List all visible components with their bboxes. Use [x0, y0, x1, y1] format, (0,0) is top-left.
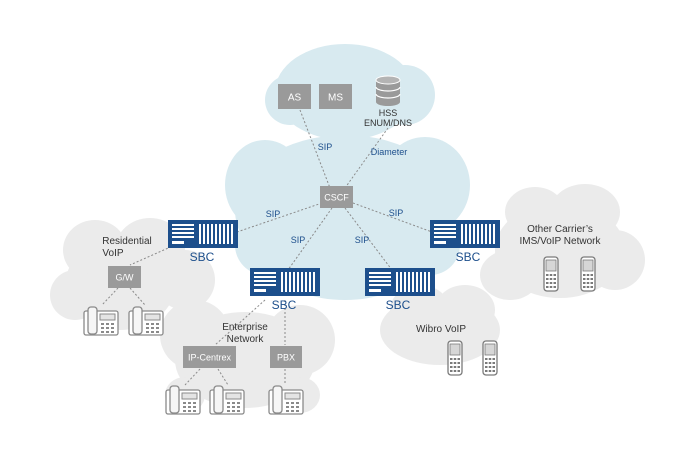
sbc-left: SBC	[168, 220, 238, 264]
desk-phone-icon	[128, 306, 164, 336]
link-label-sip-left: SIP	[266, 209, 281, 219]
sbc-left-label: SBC	[190, 250, 215, 264]
mobile-phone-icon	[447, 340, 463, 376]
wibro-label: Wibro VoIP	[416, 324, 466, 335]
node-pbx-label: PBX	[277, 353, 295, 363]
sbc-server-icon	[365, 268, 435, 296]
sbc-center-right: SBC	[365, 268, 435, 312]
cloud-wibro	[380, 285, 500, 365]
sbc-server-icon	[430, 220, 500, 248]
link-hss-cscf	[344, 127, 389, 189]
node-gw-label: G/W	[116, 273, 135, 283]
sbc-server-icon	[168, 220, 238, 248]
link-ipcentrex-phone2	[217, 368, 229, 386]
node-gw: G/W	[108, 266, 141, 288]
enterprise-label-line2: Network	[227, 334, 265, 345]
link-cscf-sbc-center-right	[344, 207, 393, 271]
link-sbc-ipcentrex	[214, 299, 266, 346]
residential-label-line2: VoIP	[102, 248, 123, 259]
hss-label-line1: HSS	[379, 108, 398, 118]
link-cscf-sbc-left	[236, 202, 323, 233]
mobile-phone-icon	[580, 256, 596, 292]
desk-phone-icon	[209, 385, 245, 415]
desk-phone-icon	[165, 385, 201, 415]
desk-phone-icon	[268, 385, 304, 415]
node-ms: MS	[319, 84, 352, 109]
node-ms-label: MS	[328, 93, 343, 104]
enterprise-label-line1: Enterprise	[222, 322, 268, 333]
desk-phone-icon	[83, 306, 119, 336]
link-label-sip-as: SIP	[318, 142, 333, 152]
link-cscf-sbc-center-left	[287, 207, 333, 271]
node-as-label: AS	[288, 93, 302, 104]
links	[101, 109, 433, 386]
mobile-phone-icon	[543, 256, 559, 292]
sbc-center-right-label: SBC	[386, 298, 411, 312]
node-ip-centrex-label: IP-Centrex	[188, 353, 232, 363]
sbc-server-icon	[250, 268, 320, 296]
node-pbx: PBX	[270, 346, 302, 368]
mobile-phone-icon	[482, 340, 498, 376]
sbc-center-left-label: SBC	[272, 298, 297, 312]
link-label-diameter: Diameter	[371, 147, 408, 157]
link-as-cscf	[299, 109, 331, 189]
cloud-core	[225, 44, 470, 300]
node-ip-centrex: IP-Centrex	[183, 346, 236, 368]
link-label-sip-center-right: SIP	[355, 235, 370, 245]
other-carrier-label-line1: Other Carrier’s	[527, 224, 593, 235]
link-label-sip-right: SIP	[389, 208, 404, 218]
sbc-center-left: SBC	[250, 268, 320, 312]
residential-label-line1: Residential	[102, 236, 151, 247]
database-icon	[375, 75, 401, 106]
node-cscf: CSCF	[320, 186, 353, 208]
other-carrier-label-line2: IMS/VoIP Network	[520, 236, 602, 247]
sbc-right-label: SBC	[456, 250, 481, 264]
hss-label-line2: ENUM/DNS	[364, 118, 412, 128]
node-as: AS	[278, 84, 311, 109]
link-label-sip-center-left: SIP	[291, 235, 306, 245]
node-cscf-label: CSCF	[324, 193, 349, 203]
link-sbc-gw	[129, 244, 176, 266]
sbc-right: SBC	[430, 220, 500, 264]
